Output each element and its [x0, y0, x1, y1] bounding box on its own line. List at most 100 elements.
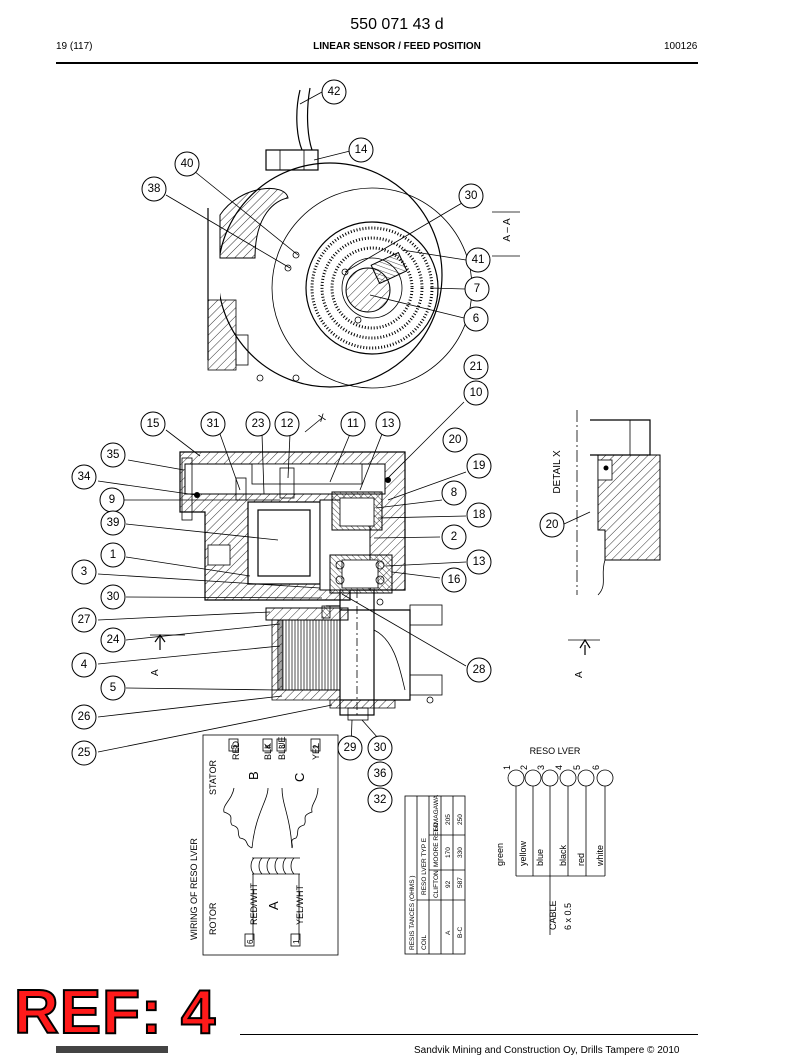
- resolver-pin-5: 5: [572, 765, 582, 770]
- svg-text:8: 8: [451, 487, 457, 499]
- coil-a-label: A: [266, 901, 281, 910]
- svg-text:12: 12: [281, 418, 294, 430]
- page-count: 19 (117): [56, 41, 93, 52]
- svg-text:10: 10: [470, 387, 483, 399]
- resolver-pin-6: 6: [591, 765, 601, 770]
- callout-1: 1: [100, 542, 126, 568]
- row-bc-tamagawa: 250: [457, 814, 464, 825]
- svg-text:18: 18: [473, 509, 486, 521]
- table-title: RESIS TANCES (OHMS ): [409, 875, 416, 950]
- page-title: LINEAR SENSOR / FEED POSITION: [313, 41, 481, 52]
- svg-text:4: 4: [81, 659, 88, 671]
- resolver-pin-2: 2: [519, 765, 529, 770]
- callout-20: 20: [442, 427, 468, 453]
- document-number: 550 071 43 d: [350, 16, 444, 33]
- svg-text:31: 31: [207, 418, 220, 430]
- resistance-table: RESIS TANCES (OHMS ) COIL RESO LVER TYP …: [404, 794, 466, 955]
- detail-x-label: DETAIL X: [552, 450, 563, 494]
- svg-text:26: 26: [78, 711, 91, 723]
- callout-circles: 42 14 40 38 30 41 7 6 21 10 15 31 23 12 …: [71, 79, 565, 813]
- resolver-wire-white: white: [595, 845, 605, 867]
- callout-13b: 13: [466, 549, 492, 575]
- callout-34: 34: [71, 464, 97, 490]
- svg-text:29: 29: [344, 742, 357, 754]
- row-a-moore: 170: [445, 847, 452, 858]
- rotor-pin-6: 6: [246, 939, 255, 944]
- svg-text:27: 27: [78, 614, 91, 626]
- svg-text:13: 13: [382, 418, 395, 430]
- stator-wire-blue: BLUE: [277, 736, 287, 760]
- callout-18: 18: [466, 502, 492, 528]
- svg-text:30: 30: [107, 591, 120, 603]
- table-col-type: RESO LVER TYP E: [421, 837, 428, 895]
- callout-10: 10: [463, 380, 489, 406]
- coil-c-label: C: [292, 773, 307, 782]
- svg-text:32: 32: [374, 794, 387, 806]
- resolver-wire-red: red: [576, 853, 586, 866]
- x-mark: X: [317, 412, 327, 425]
- callout-30: 30: [458, 183, 484, 209]
- section-aa-label: A – A: [502, 218, 513, 242]
- callout-40: 40: [174, 151, 200, 177]
- rotor-wire-redwht: RED/WHT: [249, 883, 259, 925]
- rotor-wire-yelwht: YEL/WHT: [295, 884, 305, 925]
- callout-30c: 30: [367, 735, 393, 761]
- svg-text:15: 15: [147, 418, 160, 430]
- resolver-wire-green: green: [495, 843, 505, 866]
- callout-27: 27: [71, 607, 97, 633]
- svg-text:30: 30: [374, 742, 387, 754]
- header-rule: [56, 62, 698, 64]
- callout-36: 36: [367, 761, 393, 787]
- callout-11: 11: [340, 411, 366, 437]
- callout-12: 12: [274, 411, 300, 437]
- svg-text:39: 39: [107, 517, 120, 529]
- callout-41: 41: [465, 247, 491, 273]
- resolver-title: RESO LVER: [530, 746, 581, 756]
- row-bc-clifton: 587: [457, 877, 464, 888]
- resolver-pin-1: 1: [502, 765, 512, 770]
- svg-text:14: 14: [355, 144, 368, 156]
- callout-21: 21: [463, 354, 489, 380]
- footer-copyright: Sandvik Mining and Construction Oy, Dril…: [414, 1045, 680, 1056]
- svg-text:23: 23: [252, 418, 265, 430]
- resolver-wire-blue: blue: [535, 849, 545, 866]
- callout-2: 2: [441, 524, 467, 550]
- svg-text:40: 40: [181, 158, 194, 170]
- cable-label: CABLE: [548, 900, 558, 930]
- callout-9: 9: [99, 487, 125, 513]
- resolver-wire-yellow: yellow: [518, 840, 528, 866]
- row-a-clifton: 92: [445, 880, 452, 888]
- callout-3: 3: [71, 559, 97, 585]
- stator-wire-red: RED: [231, 740, 241, 760]
- rotor-label: ROTOR: [208, 902, 218, 935]
- resolver-pin-4: 4: [554, 765, 564, 770]
- stator-wire-yel: YEL: [311, 743, 321, 760]
- resolver-wire-black: black: [558, 844, 568, 866]
- footer-rule: [240, 1034, 698, 1035]
- svg-text:42: 42: [328, 86, 341, 98]
- maker-clifton: CLIFTON: [433, 870, 440, 898]
- callout-42: 42: [321, 79, 347, 105]
- svg-text:24: 24: [107, 634, 120, 646]
- row-a-coil: A: [445, 930, 452, 935]
- callout-31: 31: [200, 411, 226, 437]
- svg-text:2: 2: [451, 531, 457, 543]
- callout-8: 8: [441, 480, 467, 506]
- svg-text:35: 35: [107, 449, 120, 461]
- callout-30b: 30: [100, 584, 126, 610]
- row-bc-moore: 330: [457, 847, 464, 858]
- callout-13: 13: [375, 411, 401, 437]
- top-view-section: [206, 87, 520, 389]
- svg-text:16: 16: [448, 574, 461, 586]
- callout-16: 16: [441, 567, 467, 593]
- ref-stamp-bar: [56, 1046, 168, 1053]
- callout-15: 15: [140, 411, 166, 437]
- stator-pin-4: 4: [264, 744, 273, 749]
- coil-b-label: B: [246, 771, 261, 780]
- callout-35: 35: [100, 442, 126, 468]
- svg-text:20: 20: [449, 434, 462, 446]
- svg-text:5: 5: [110, 682, 116, 694]
- callout-14: 14: [348, 137, 374, 163]
- svg-text:13: 13: [473, 556, 486, 568]
